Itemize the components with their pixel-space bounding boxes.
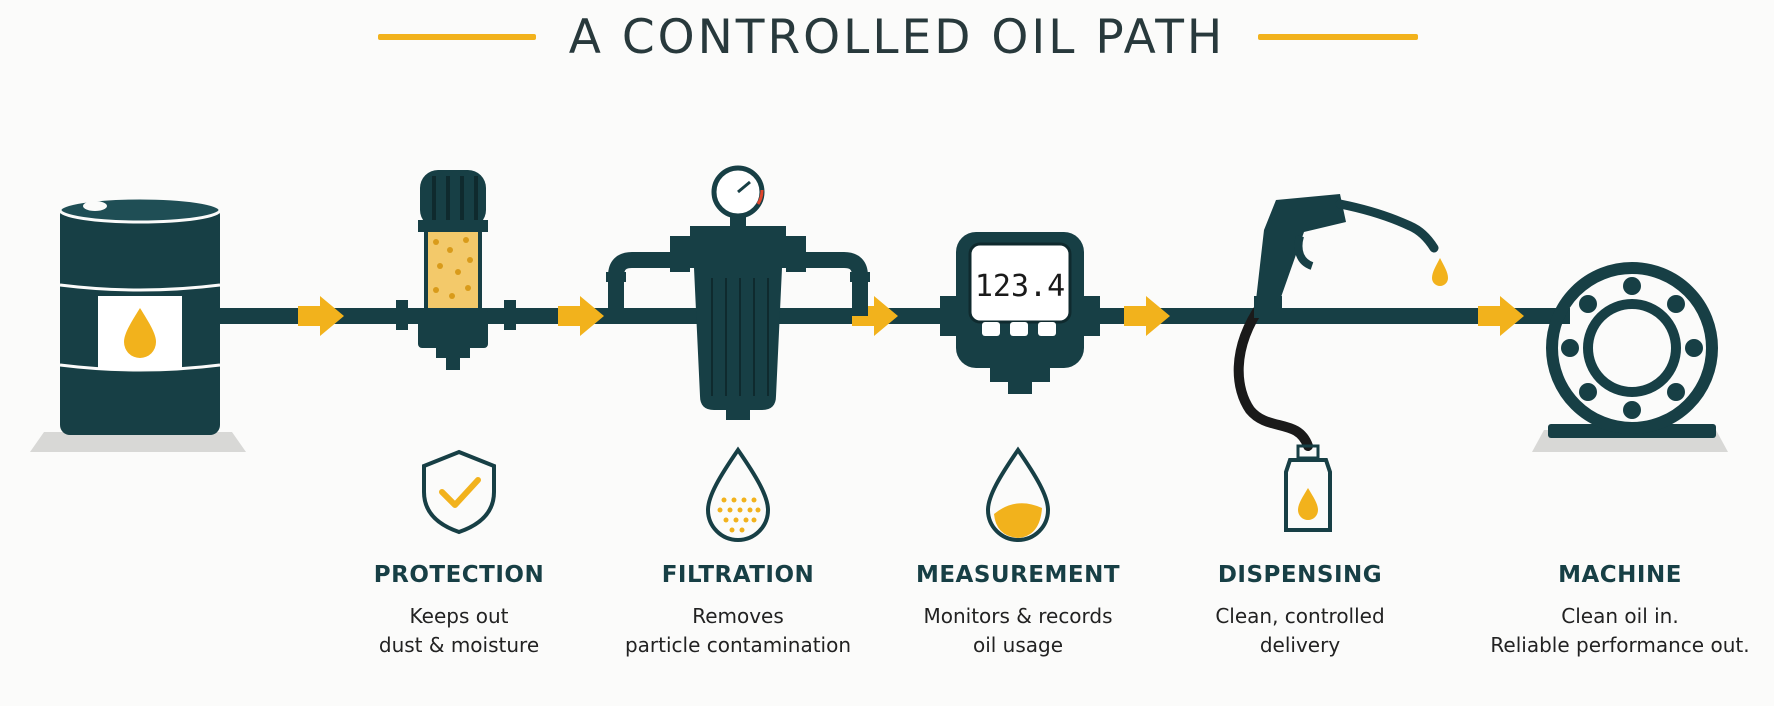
stage-desc-line: Reliable performance out. xyxy=(1490,633,1750,657)
stage-desc-line: Clean, controlled xyxy=(1215,604,1385,628)
stage-desc-line: particle contamination xyxy=(624,633,852,657)
meter-display: 123.4 xyxy=(975,269,1065,304)
shield-check-icon xyxy=(422,449,496,535)
stage-title-measurement: MEASUREMENT xyxy=(915,562,1121,588)
oil-bottle-icon xyxy=(1284,444,1332,532)
drop-particles-icon xyxy=(705,446,771,542)
stage-desc-filtration: Removes particle contamination xyxy=(588,602,888,660)
stage-desc-machine: Clean oil in. Reliable performance out. xyxy=(1470,602,1770,660)
stage-desc-line: Clean oil in. xyxy=(1561,604,1679,628)
stage-title-machine: MACHINE xyxy=(1558,562,1682,588)
stage-desc-dispensing: Clean, controlled delivery xyxy=(1150,602,1450,660)
stage-desc-measurement: Monitors & records oil usage xyxy=(868,602,1168,660)
stage-desc-line: dust & moisture xyxy=(378,633,540,657)
drop-level-icon xyxy=(985,446,1051,542)
stage-title-filtration: FILTRATION xyxy=(661,562,815,588)
flow-arrow-icon xyxy=(558,296,604,336)
flow-meter-icon: 123.4 xyxy=(940,232,1100,394)
page-title: A CONTROLLED OIL PATH xyxy=(568,10,1226,65)
bearing-icon xyxy=(1532,262,1728,452)
dispense-gun-icon xyxy=(1233,194,1448,451)
breather-filter-icon xyxy=(396,170,516,370)
stage-desc-line: Monitors & records xyxy=(923,604,1113,628)
stage-desc-line: delivery xyxy=(1259,633,1341,657)
stage-desc-line: Removes xyxy=(692,604,784,628)
stage-desc-protection: Keeps out dust & moisture xyxy=(309,602,609,660)
flow-arrow-icon xyxy=(1478,296,1524,336)
title-rule-left xyxy=(378,34,536,40)
flow-arrow-icon xyxy=(298,296,344,336)
stage-desc-line: oil usage xyxy=(972,633,1064,657)
flow-arrow-icon xyxy=(1124,296,1170,336)
stage-desc-line: Keeps out xyxy=(409,604,509,628)
oil-drum-icon xyxy=(30,196,246,452)
stage-title-dispensing: DISPENSING xyxy=(1217,562,1383,588)
stage-title-protection: PROTECTION xyxy=(373,562,545,588)
title-bar: A CONTROLLED OIL PATH xyxy=(0,0,1774,80)
title-rule-right xyxy=(1258,34,1418,40)
pressure-filter-icon xyxy=(606,165,870,420)
